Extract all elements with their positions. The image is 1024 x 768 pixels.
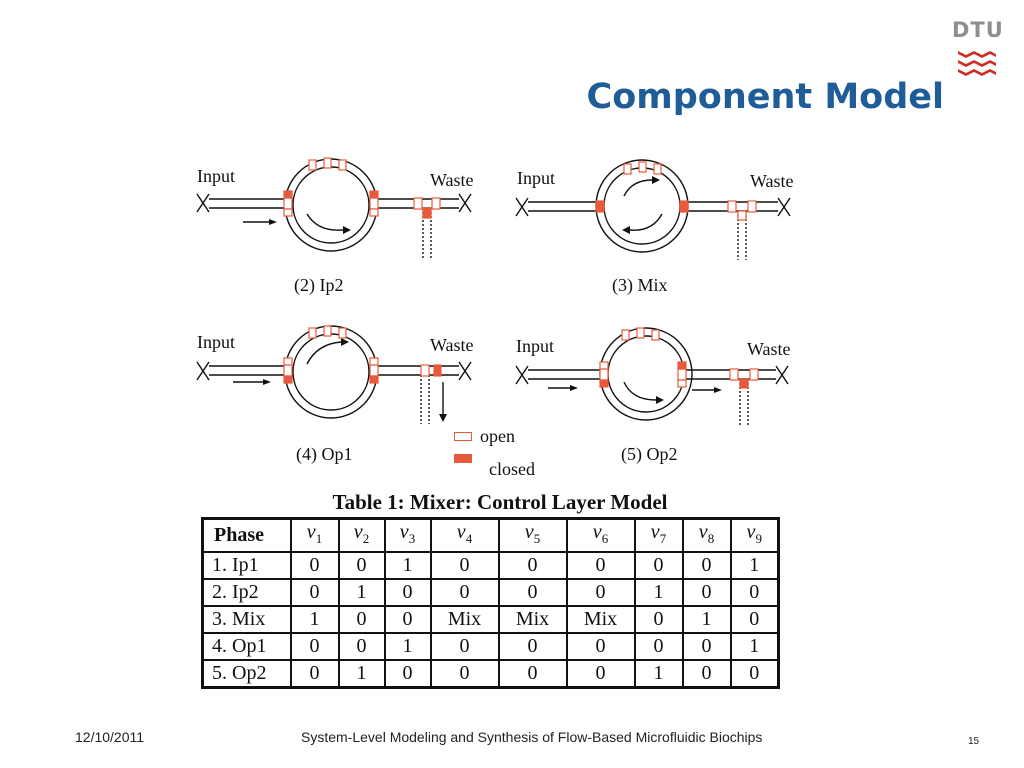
waste-label: Waste <box>430 335 474 355</box>
mixer-diagram-op1 <box>196 325 472 424</box>
table-header-valve: v5 <box>497 517 568 553</box>
panel-caption: (3) Mix <box>612 275 668 295</box>
table-cell-value: 0 <box>429 632 500 661</box>
table-cell-value: 0 <box>383 659 432 689</box>
table-cell-value: 0 <box>681 551 732 580</box>
waste-label: Waste <box>747 339 791 359</box>
logo-text: DTU <box>952 18 1004 42</box>
table-cell-value: 1 <box>337 578 386 607</box>
table-cell-value: 0 <box>633 632 684 661</box>
legend-open-label: open <box>480 426 515 446</box>
waste-label: Waste <box>750 171 794 191</box>
table-cell-value: 0 <box>729 578 780 607</box>
table-cell-value: 0 <box>565 659 636 689</box>
dtu-logo: DTU <box>952 18 1004 80</box>
table-cell-value: 0 <box>289 551 340 580</box>
table-header-valve: v9 <box>729 517 780 553</box>
table-header-valve: v8 <box>681 517 732 553</box>
input-label: Input <box>516 336 554 356</box>
table-cell-value: 1 <box>729 632 780 661</box>
panel-op1: Input Waste (4) Op1 <box>193 320 483 470</box>
table-cell-value: 1 <box>383 551 432 580</box>
footer-date: 12/10/2011 <box>75 729 145 745</box>
table-cell-value: Mix <box>429 605 500 634</box>
table-cell-value: 0 <box>633 605 684 634</box>
table-cell-value: 0 <box>729 605 780 634</box>
waste-label: Waste <box>430 170 474 190</box>
table-cell-value: 0 <box>429 659 500 689</box>
table-cell-value: 0 <box>497 578 568 607</box>
panel-ip2: Input Waste (2) Ip2 <box>193 150 483 300</box>
panel-caption: (5) Op2 <box>621 444 678 464</box>
table-cell-value: 0 <box>289 659 340 689</box>
slide-title: Component Model <box>586 77 944 117</box>
legend-closed-swatch <box>454 454 472 463</box>
table-cell-value: 0 <box>383 605 432 634</box>
table-header-valve: v2 <box>337 517 386 553</box>
mixer-diagram-ip2 <box>196 157 472 258</box>
logo-emblem-icon <box>958 51 996 76</box>
table-cell-value: 1 <box>633 659 684 689</box>
table-cell-value: 1 <box>337 659 386 689</box>
table-header-phase: Phase <box>201 517 292 553</box>
table-cell-value: 1 <box>729 551 780 580</box>
table-header-valve: v6 <box>565 517 636 553</box>
table-cell-value: 0 <box>289 632 340 661</box>
table-cell-value: 0 <box>729 659 780 689</box>
table-cell-value: 0 <box>497 551 568 580</box>
table-cell-value: 0 <box>429 578 500 607</box>
table-cell-phase: 5. Op2 <box>201 659 292 689</box>
table-header-valve: v1 <box>289 517 340 553</box>
table-cell-value: 0 <box>289 578 340 607</box>
input-label: Input <box>197 166 235 186</box>
table-cell-value: 0 <box>429 551 500 580</box>
panel-mix: Input Waste (3) Mix <box>512 150 802 300</box>
table-cell-value: 0 <box>565 578 636 607</box>
mixer-diagram-op2 <box>515 327 789 426</box>
legend-closed-label: closed <box>489 459 535 479</box>
legend-open-swatch <box>454 432 472 441</box>
table-cell-value: 0 <box>383 578 432 607</box>
panel-caption: (4) Op1 <box>296 444 353 464</box>
table-cell-value: 0 <box>497 659 568 689</box>
table-cell-value: 0 <box>337 551 386 580</box>
table-cell-value: 0 <box>681 632 732 661</box>
mixer-diagram-mix <box>515 159 791 260</box>
table-cell-value: 0 <box>681 659 732 689</box>
table-cell-value: 0 <box>337 605 386 634</box>
table-cell-phase: 3. Mix <box>201 605 292 634</box>
page-number: 15 <box>968 736 980 747</box>
table-cell-value: 1 <box>633 578 684 607</box>
panel-op2: Input Waste (5) Op2 <box>510 320 800 470</box>
table-cell-value: 0 <box>633 551 684 580</box>
table-header-valve: v4 <box>429 517 500 553</box>
table-cell-value: 1 <box>289 605 340 634</box>
table-cell-value: 0 <box>497 632 568 661</box>
table-cell-value: Mix <box>497 605 568 634</box>
table-cell-value: 0 <box>337 632 386 661</box>
table-cell-phase: 1. Ip1 <box>201 551 292 580</box>
footer-title: System-Level Modeling and Synthesis of F… <box>301 729 763 745</box>
table-cell-phase: 2. Ip2 <box>201 578 292 607</box>
table-header-valve: v7 <box>633 517 684 553</box>
table-cell-value: Mix <box>565 605 636 634</box>
table-cell-value: 0 <box>681 578 732 607</box>
input-label: Input <box>517 168 555 188</box>
table-cell-value: 1 <box>681 605 732 634</box>
table-cell-value: 0 <box>565 632 636 661</box>
table-header-valve: v3 <box>383 517 432 553</box>
input-label: Input <box>197 332 235 352</box>
table-caption: Table 1: Mixer: Control Layer Model <box>332 490 668 514</box>
table-cell-value: 1 <box>383 632 432 661</box>
table-cell-phase: 4. Op1 <box>201 632 292 661</box>
table-cell-value: 0 <box>565 551 636 580</box>
panel-caption: (2) Ip2 <box>294 275 344 295</box>
